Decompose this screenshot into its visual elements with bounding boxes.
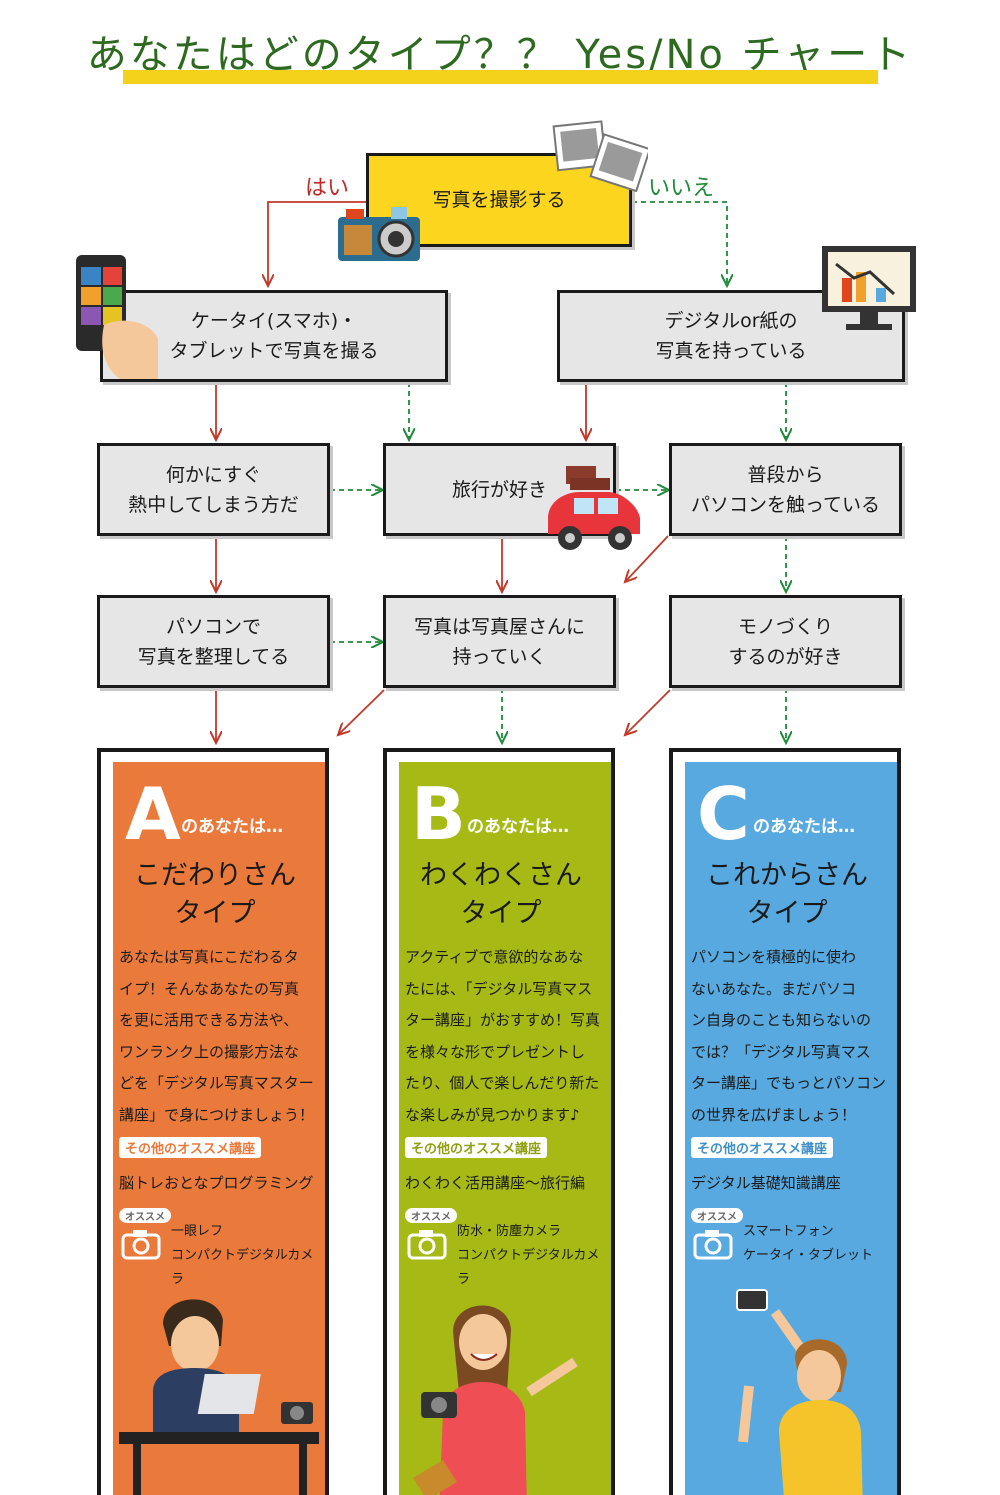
- no-label: いいえ: [648, 176, 715, 201]
- result-b-panel: B のあなたは… わくわくさん タイプ アクティブで意欲的なあな たには、「デジ…: [383, 748, 615, 1495]
- arrow-shop-yes: [338, 689, 385, 735]
- smartphone-icon: [76, 255, 158, 379]
- car-icon: [548, 466, 640, 550]
- photos-icon: [552, 120, 648, 193]
- arrow-craft-yes: [625, 689, 671, 735]
- node-organize: パソコンで 写真を整理してる: [97, 595, 330, 688]
- result-b-other-label: その他のオススメ講座: [405, 1137, 548, 1158]
- camera-icon: [121, 1230, 161, 1260]
- yes-label: はい: [305, 176, 350, 201]
- node-craft: モノづくり するのが好き: [669, 595, 902, 688]
- result-c-panel: C のあなたは… これからさん タイプ パソコンを積極的に使わ ないあなた。まだ…: [669, 748, 901, 1495]
- result-b-rec-badge: オススメ: [405, 1208, 457, 1223]
- node-focus: 何かにすぐ 熱中してしまう方だ: [97, 443, 330, 536]
- result-b-type-name: わくわくさん タイプ: [420, 860, 582, 929]
- result-a-panel: A のあなたは… こだわりさん タイプ あなたは写真にこだわるタ イプ！そんなあ…: [97, 748, 329, 1495]
- result-c-rec-items: スマートフォン ケータイ・タブレット: [743, 1224, 874, 1263]
- result-a-suffix: のあなたは…: [181, 817, 283, 837]
- title-underline: [123, 70, 878, 84]
- result-a-other-label: その他のオススメ講座: [119, 1137, 262, 1158]
- result-a-description: あなたは写真にこだわるタ イプ！そんなあなたの写真 を更に活用できる方法や、 ワ…: [119, 948, 315, 1124]
- arrow-pc-yes: [625, 535, 669, 582]
- camera-icon: [693, 1230, 733, 1260]
- node-shop: 写真は写真屋さんに 持っていく: [383, 595, 616, 688]
- result-c-letter: C: [697, 772, 750, 856]
- result-b-other-course: わくわく活用講座～旅行編: [405, 1174, 586, 1192]
- result-c-other-course: デジタル基礎知識講座: [691, 1174, 841, 1192]
- result-c-description: パソコンを積極的に使わ ないあなた。まだパソコ ン自身のことも知らないの では？…: [691, 948, 887, 1124]
- result-c-type-name: これからさん タイプ: [706, 860, 868, 929]
- result-a-letter: A: [125, 772, 181, 856]
- man-with-smartphone-illustration: [736, 1289, 863, 1495]
- arrow-start-yes: [268, 201, 368, 286]
- result-c-other-label: その他のオススメ講座: [691, 1137, 834, 1158]
- woman-with-camera-illustration: [413, 1305, 578, 1495]
- result-b-rec-items: 防水・防塵カメラ コンパクトデジタルカメラ: [457, 1224, 600, 1287]
- result-b-suffix: のあなたは…: [467, 817, 569, 837]
- man-with-laptop-illustration: [119, 1299, 319, 1495]
- result-b-description: アクティブで意欲的なあな たには、「デジタル写真マス ター講座」がおすすめ！写真…: [405, 948, 601, 1124]
- result-a-rec-items: 一眼レフ コンパクトデジタルカメラ: [171, 1224, 314, 1287]
- result-b-letter: B: [411, 772, 466, 856]
- result-a-type-name: こだわりさん タイプ: [134, 860, 296, 929]
- result-c-rec-badge: オススメ: [691, 1208, 743, 1223]
- camera-icon: [338, 207, 420, 261]
- arrow-start-no: [632, 201, 727, 286]
- result-a-rec-badge: オススメ: [119, 1208, 171, 1223]
- monitor-chart-icon: [822, 246, 916, 330]
- node-digital: デジタルor紙の 写真を持っている: [557, 290, 905, 382]
- camera-icon: [407, 1230, 447, 1260]
- node-pc: 普段から パソコンを触っている: [669, 443, 902, 536]
- result-c-suffix: のあなたは…: [753, 817, 855, 837]
- result-a-other-course: 脳トレおとなプログラミング: [119, 1174, 314, 1192]
